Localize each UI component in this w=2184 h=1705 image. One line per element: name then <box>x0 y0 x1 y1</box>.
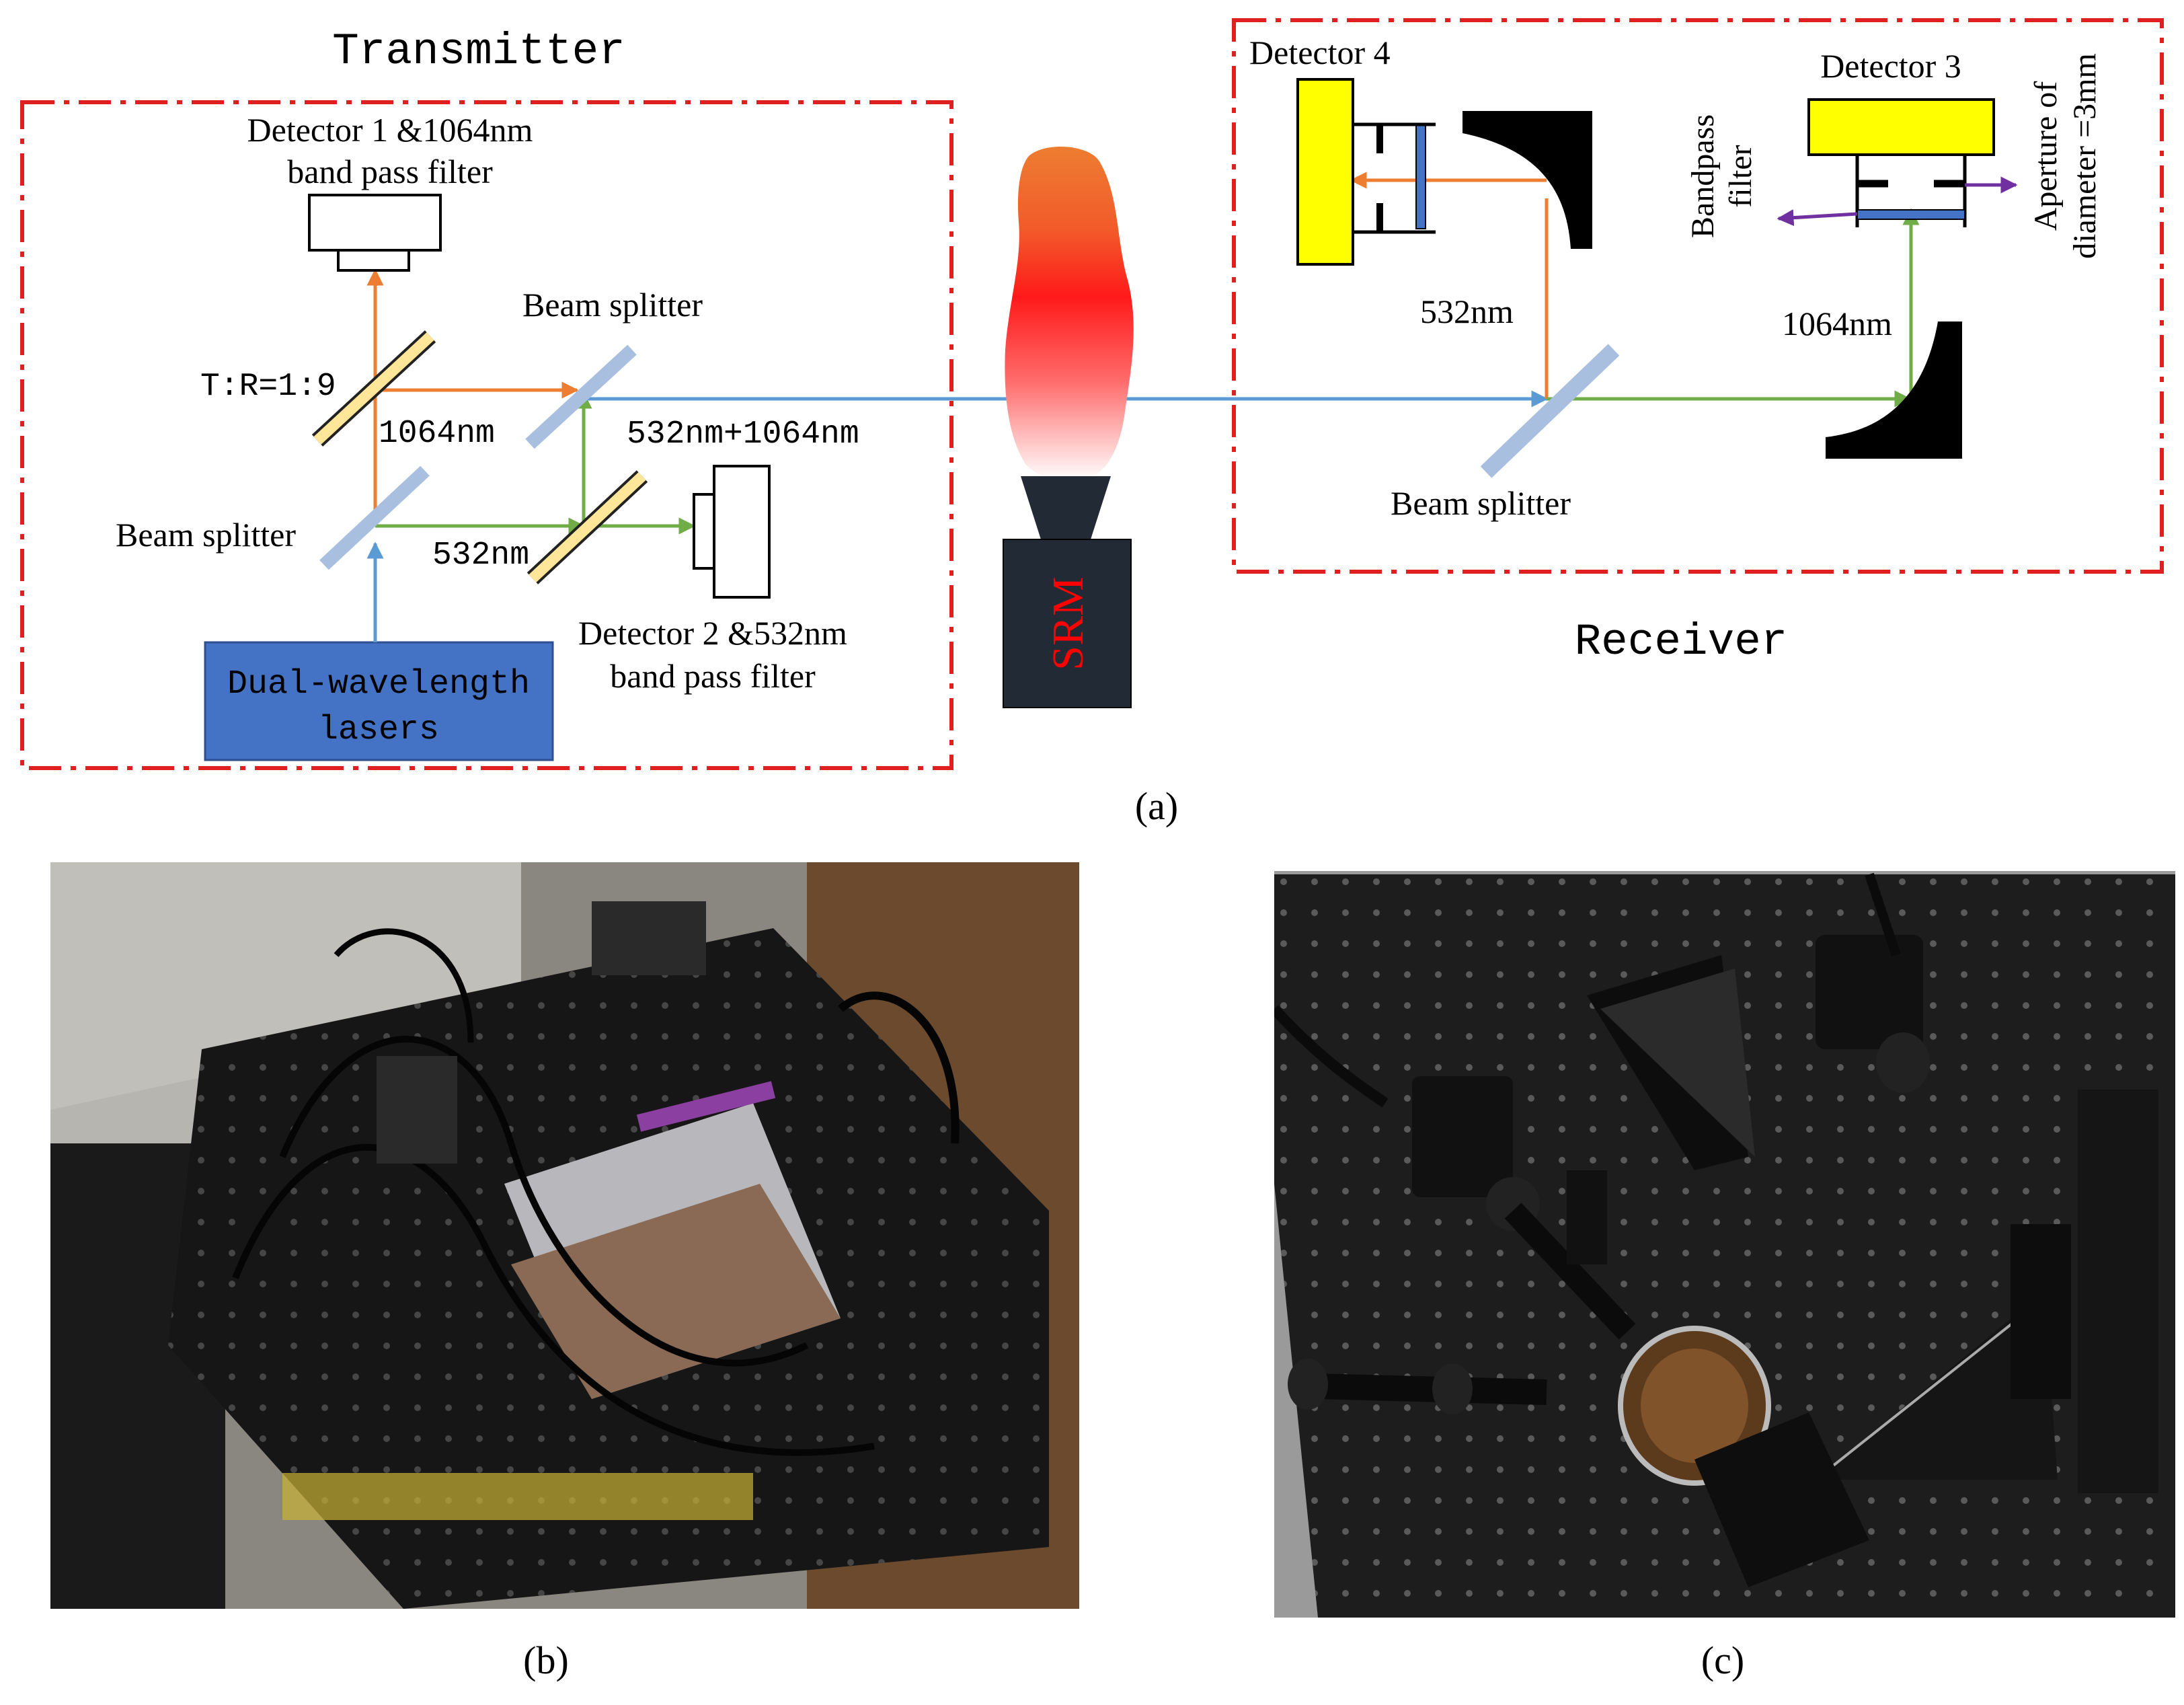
caption-a: (a) <box>1135 784 1178 828</box>
detector-1-label-line1: Detector 1 &1064nm <box>247 111 533 149</box>
panel-b-photo <box>50 862 1079 1609</box>
detector-2-label-line2: band pass filter <box>610 657 816 695</box>
tx-1064-label: 1064nm <box>379 416 495 452</box>
detector-4 <box>1296 78 1354 266</box>
aperture-label-line2: diameter =3mm <box>2067 53 2103 259</box>
transmitter-box <box>20 100 953 770</box>
dual-wavelength-laser <box>204 641 554 761</box>
parabolic-mirror-1064 <box>1826 321 1962 459</box>
caption-b: (b) <box>523 1638 569 1682</box>
receiver-box <box>1232 18 2164 574</box>
beam-splitter-tx-bottom-label: Beam splitter <box>116 516 296 554</box>
ratio-label: T:R=1:9 <box>200 369 336 405</box>
srm-body <box>1003 539 1132 708</box>
detector-3 <box>1807 98 1995 156</box>
bandpass-pointer <box>1777 209 1858 227</box>
beam-splitter-tx-top <box>525 344 637 449</box>
beam-splitter-rx <box>1480 344 1620 478</box>
detector-3-filter <box>1857 209 1965 220</box>
laser-label-line2: lasers <box>318 711 439 749</box>
detector-3-label: Detector 3 <box>1820 47 1961 85</box>
tx-532-label: 532nm <box>432 537 529 574</box>
panel-c-photo <box>1274 871 2175 1618</box>
detector-1-filter <box>337 249 410 272</box>
srm-nozzle <box>1021 476 1111 539</box>
panel-a: Transmitter Receiver Dual-wavelength las… <box>20 18 2164 828</box>
mirror-532-fill <box>529 472 646 582</box>
detector-2 <box>713 465 771 599</box>
laser-label-line1: Dual-wavelength <box>227 665 530 704</box>
aperture-label: Aperture of diameter =3mm <box>2028 53 2103 259</box>
detector-4-label: Detector 4 <box>1249 34 1391 71</box>
beam-splitter-tx-top-label: Beam splitter <box>522 286 703 324</box>
beam-splitter-tx-bottom <box>319 465 430 570</box>
bandpass-label: Bandpass filter <box>1685 114 1758 238</box>
parabolic-mirror-532 <box>1462 111 1592 249</box>
bandpass-label-line2: filter <box>1723 145 1758 207</box>
transmitter-title: Transmitter <box>332 26 625 77</box>
rx-532-label: 532nm <box>1420 293 1514 330</box>
detector-2-label-line1: Detector 2 &532nm <box>578 614 847 652</box>
rx-1064-label: 1064nm <box>1782 305 1892 342</box>
detector-2-filter <box>693 493 715 570</box>
tx-combined-label: 532nm+1064nm <box>627 416 859 453</box>
receiver-title: Receiver <box>1575 617 1788 667</box>
tr-ratio-splitter-fill <box>313 332 434 445</box>
caption-c: (c) <box>1701 1638 1744 1682</box>
detector-1 <box>308 194 442 252</box>
srm-label: SRM <box>1044 576 1093 670</box>
beam-splitter-rx-label: Beam splitter <box>1391 484 1571 522</box>
detector-1-label-line2: band pass filter <box>287 153 493 190</box>
detector-4-filter <box>1415 124 1426 229</box>
flame <box>1005 147 1134 482</box>
bandpass-label-line1: Bandpass <box>1685 114 1721 238</box>
aperture-label-line1: Aperture of <box>2028 81 2064 231</box>
